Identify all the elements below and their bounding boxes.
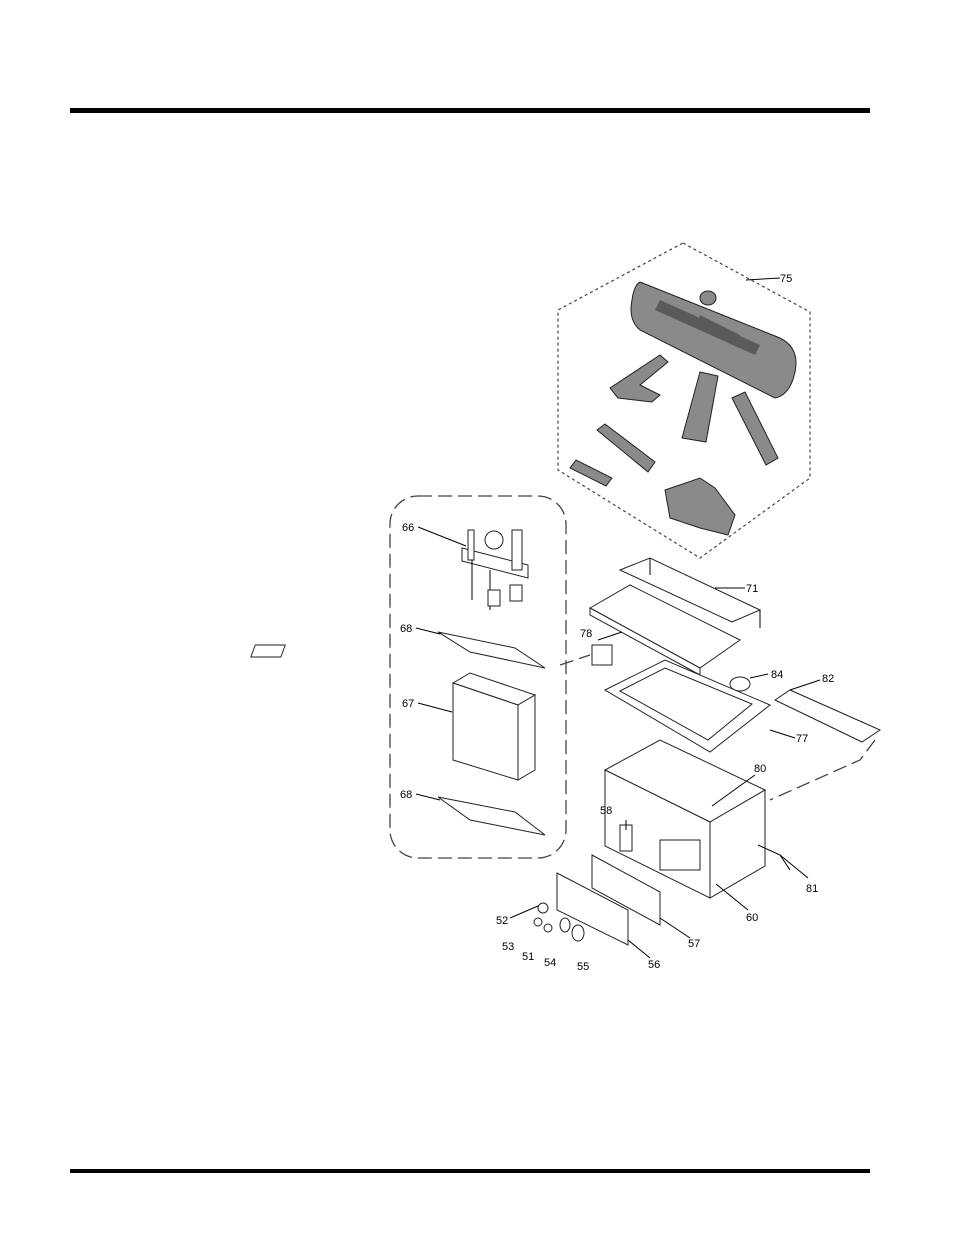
callout-54: 54 <box>544 957 556 969</box>
leader-75 <box>745 277 781 281</box>
callout-67: 67 <box>402 698 414 710</box>
callout-84: 84 <box>771 669 783 681</box>
gasket-68-bottom <box>437 796 546 836</box>
leader-68b <box>415 793 441 801</box>
burner-inset <box>591 644 613 666</box>
callout-52: 52 <box>496 915 508 927</box>
plate-part-56 <box>556 872 629 946</box>
callout-56: 56 <box>648 959 660 971</box>
leader-77 <box>769 729 796 739</box>
fitting-part-84 <box>729 676 751 692</box>
leader-57 <box>659 917 691 939</box>
leader-82 <box>789 679 821 691</box>
callout-75: 75 <box>780 273 792 285</box>
log-small <box>596 423 656 473</box>
part-55 <box>571 924 585 942</box>
callout-78: 78 <box>580 628 592 640</box>
burner-part-78 <box>559 584 741 676</box>
callout-51: 51 <box>522 951 534 963</box>
log-bottom <box>664 477 736 536</box>
callout-81: 81 <box>806 883 818 895</box>
log-set-boundary <box>557 242 811 559</box>
callout-82: 82 <box>822 673 834 685</box>
log-set-group <box>557 242 811 559</box>
top-rule <box>70 108 870 113</box>
callout-58: 58 <box>600 805 612 817</box>
panel-part-82 <box>773 689 882 743</box>
bracket-part-71 <box>618 557 762 628</box>
enclosure-part-67 <box>451 672 537 781</box>
leader-84 <box>749 673 769 679</box>
valve-assembly-boundary <box>389 495 567 859</box>
leader-78 <box>597 631 623 641</box>
callout-53: 53 <box>502 941 514 953</box>
callout-68: 68 <box>400 623 412 635</box>
assembly-arrow <box>769 739 876 801</box>
log-branch-left <box>609 354 669 403</box>
firebox-part-60 <box>603 739 767 899</box>
gasket-68-top-hole <box>250 644 286 658</box>
callout-71: 71 <box>746 583 758 595</box>
log-right <box>731 391 779 466</box>
callout-60: 60 <box>746 912 758 924</box>
callout-77: 77 <box>796 733 808 745</box>
knob-part-52 <box>537 902 549 914</box>
callout-57: 57 <box>688 938 700 950</box>
callout-68-lower: 68 <box>400 789 412 801</box>
leader-66 <box>417 526 467 547</box>
leader-81 <box>779 854 809 879</box>
part-54 <box>559 917 571 933</box>
leader-60 <box>715 883 749 911</box>
part-51 <box>543 923 553 933</box>
callout-66: 66 <box>402 522 414 534</box>
log-middle <box>681 371 719 443</box>
callout-80: 80 <box>754 763 766 775</box>
part-53 <box>533 917 543 927</box>
leader-52 <box>509 905 539 919</box>
callout-55: 55 <box>577 961 589 973</box>
leader-56 <box>627 939 651 959</box>
leader-67 <box>417 702 453 713</box>
gasket-68-top <box>437 631 546 669</box>
leader-68a <box>415 627 441 635</box>
log-tiny <box>569 459 613 487</box>
valve-part-66 <box>461 529 529 610</box>
plate-part-57 <box>591 854 661 926</box>
bottom-rule <box>70 1169 870 1173</box>
leader-80 <box>711 774 756 807</box>
